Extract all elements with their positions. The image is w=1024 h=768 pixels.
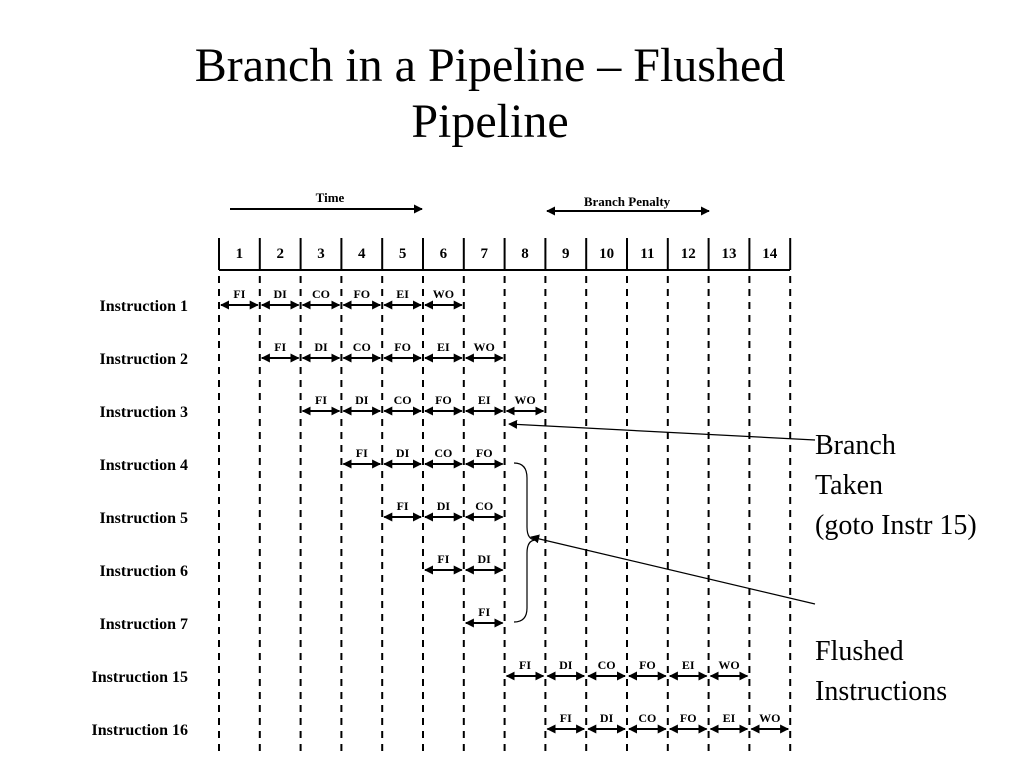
- flushed-instructions-annotation: Flushed Instructions: [815, 632, 947, 712]
- flushed-bracket: [513, 462, 537, 623]
- slide-title: Branch in a Pipeline – Flushed Pipeline: [0, 38, 980, 150]
- branch-note-line-3: (goto Instr 15): [815, 510, 977, 541]
- stage-label: DI: [559, 658, 573, 672]
- stage-label: DI: [437, 499, 451, 513]
- flushed-pointer-arrow: [530, 534, 816, 605]
- stage-label: DI: [396, 446, 410, 460]
- instruction-label: Instruction 4: [100, 457, 188, 474]
- stage-label: EI: [682, 658, 695, 672]
- instruction-rows: Instruction 1 FI DI CO FO EI WO Instruction 2 FI…: [92, 287, 790, 739]
- cycle-number: 3: [317, 246, 325, 262]
- stage-label: CO: [434, 446, 452, 460]
- cycle-number: 13: [722, 246, 737, 262]
- stage-label: DI: [314, 340, 328, 354]
- stage-label: FI: [233, 287, 245, 301]
- cycle-number: 8: [521, 246, 529, 262]
- stage-label: EI: [478, 393, 491, 407]
- stage-label: FO: [435, 393, 452, 407]
- branch-pointer-arrow: [508, 419, 816, 441]
- title-line-1: Branch in a Pipeline – Flushed: [194, 39, 786, 92]
- instruction-label: Instruction 5: [100, 510, 188, 527]
- instruction-label: Instruction 7: [100, 616, 188, 633]
- stage-label: FI: [274, 340, 286, 354]
- stage-label: EI: [396, 287, 409, 301]
- cycle-number: 10: [599, 246, 614, 262]
- instruction-label: Instruction 1: [100, 298, 188, 315]
- cycle-number: 5: [399, 246, 407, 262]
- branch-penalty-label: Branch Penalty: [584, 194, 671, 209]
- cycle-boundaries: [218, 276, 792, 754]
- stage-label: DI: [274, 287, 288, 301]
- stage-label: WO: [718, 658, 739, 672]
- cycle-number: 14: [762, 246, 778, 262]
- stage-label: CO: [598, 658, 616, 672]
- cycle-number: 6: [440, 246, 448, 262]
- instruction-label: Instruction 16: [92, 722, 188, 739]
- stage-label: FI: [478, 605, 490, 619]
- stage-label: CO: [394, 393, 412, 407]
- stage-label: FO: [394, 340, 411, 354]
- stage-label: EI: [437, 340, 450, 354]
- instruction-label: Instruction 2: [100, 351, 188, 368]
- cycle-number: 9: [562, 246, 570, 262]
- branch-note-line-2: Taken: [815, 470, 884, 501]
- cycle-number: 2: [276, 246, 284, 262]
- stage-label: CO: [353, 340, 371, 354]
- cycle-number: 11: [640, 246, 654, 262]
- instruction-label: Instruction 6: [100, 563, 188, 580]
- cycle-number: 4: [358, 246, 366, 262]
- cycle-number: 7: [480, 246, 488, 262]
- instruction-label: Instruction 15: [92, 669, 188, 686]
- cycle-number: 1: [236, 246, 244, 262]
- stage-label: CO: [638, 711, 656, 725]
- stage-label: CO: [312, 287, 330, 301]
- stage-label: FI: [397, 499, 409, 513]
- stage-label: DI: [355, 393, 369, 407]
- stage-label: FI: [560, 711, 572, 725]
- stage-label: CO: [475, 499, 493, 513]
- stage-label: FO: [639, 658, 656, 672]
- stage-label: WO: [759, 711, 780, 725]
- stage-label: WO: [433, 287, 454, 301]
- branch-taken-annotation: Branch Taken (goto Instr 15): [815, 426, 977, 546]
- stage-label: FO: [680, 711, 697, 725]
- stage-label: FO: [353, 287, 370, 301]
- stage-label: WO: [514, 393, 535, 407]
- instruction-label: Instruction 3: [100, 404, 188, 421]
- stage-label: DI: [600, 711, 614, 725]
- flushed-note-line-1: Flushed: [815, 636, 904, 667]
- stage-label: DI: [478, 552, 492, 566]
- time-label: Time: [316, 190, 345, 205]
- stage-label: FO: [476, 446, 493, 460]
- stage-label: FI: [437, 552, 449, 566]
- stage-label: EI: [723, 711, 736, 725]
- branch-note-line-1: Branch: [815, 430, 896, 461]
- flushed-note-line-2: Instructions: [815, 676, 948, 707]
- stage-label: FI: [356, 446, 368, 460]
- stage-label: FI: [315, 393, 327, 407]
- title-line-2: Pipeline: [411, 95, 569, 148]
- stage-label: FI: [519, 658, 531, 672]
- stage-label: WO: [474, 340, 495, 354]
- cycle-number: 12: [681, 246, 696, 262]
